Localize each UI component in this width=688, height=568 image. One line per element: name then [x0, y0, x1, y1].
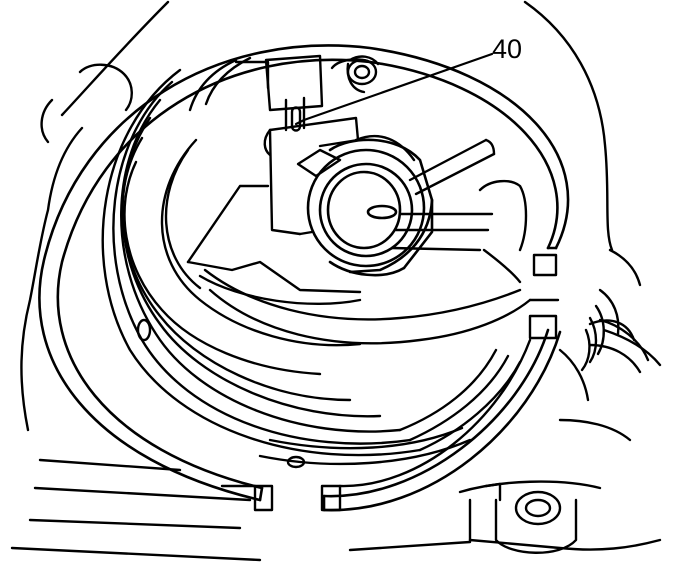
clutch-plate-stack [101, 56, 532, 466]
leader-line [294, 52, 494, 126]
housing-casting [10, 0, 662, 562]
lever-arm [263, 116, 416, 236]
tool-rod [408, 138, 496, 196]
collar-bushing [306, 138, 434, 277]
plate-ends [220, 253, 560, 512]
holes-and-bolts [136, 318, 636, 554]
valve-body-section [186, 55, 528, 306]
callout-label-40: 40 [492, 34, 522, 64]
shift-pin [264, 54, 378, 132]
